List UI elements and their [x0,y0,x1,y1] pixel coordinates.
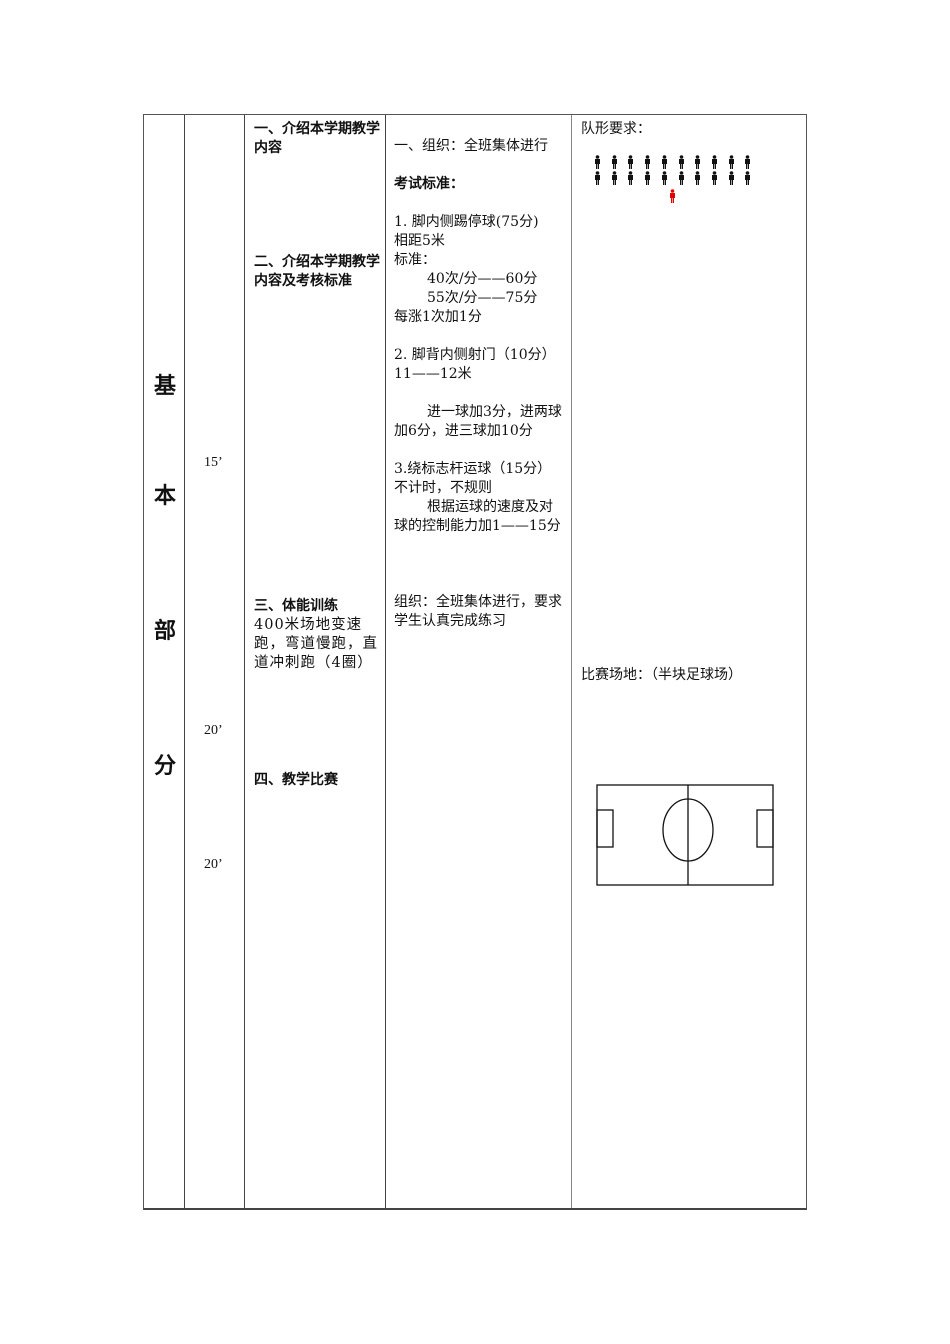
student-figure-icon [728,155,734,169]
content-item4: 四、教学比赛 [254,772,338,788]
item3-body: 400米场地变速跑，弯道慢跑，直道冲刺跑（4圈） [254,617,378,671]
organization-column: 一、组织：全班集体进行 考试标准： 1. 脚内侧踢停球(75分) 相距5米 标准… [394,137,564,631]
student-figure-icon [728,171,734,185]
teacher-figure-icon [670,189,675,203]
student-figure-icon [661,155,667,169]
student-figure-icon [645,155,651,169]
field-label: 比赛场地：（半块足球场） [581,667,742,683]
lesson-plan-table: 基 本 部 分 15’ 20’ 20’ 一、介绍本学期教学内容 二、介绍本学期教… [143,114,807,1210]
content-item1: 一、介绍本学期教学内容 [254,121,380,156]
org2: 组织：全班集体进行，要求学生认真完成练习 [394,594,562,629]
exam-title: 考试标准： [394,176,464,192]
standard1-level2: 55次/分——75分 [427,290,538,306]
student-figure-icon [595,171,600,185]
student-figure-icon [595,155,600,169]
standard3-title: 3.绕标志杆运球（15分）不计时，不规则 [394,461,552,496]
formation-label: 队形要求： [581,121,651,137]
student-figure-icon [611,155,617,169]
column-divider [385,115,386,1208]
time-item3: 20’ [204,723,223,738]
student-figure-icon [711,155,717,169]
section-char: 本 [154,484,177,509]
column-divider [244,115,245,1208]
student-figure-icon [695,155,701,169]
org1: 一、组织：全班集体进行 [394,138,548,154]
standard2-body: 进一球加3分，进两球加6分，进三球加10分 [394,404,562,439]
column-divider [184,115,185,1208]
student-figure-icon [745,155,751,169]
section-char: 基 [154,374,177,399]
standard1-extra: 每涨1次加1分 [394,309,482,325]
student-figure-icon [628,171,634,185]
student-figure-icon [661,171,667,185]
standard3-body: 根据运球的速度及对球的控制能力加1——15分 [394,499,561,534]
student-figure-icon [745,171,751,185]
content-item3: 三、体能训练 400米场地变速跑，弯道慢跑，直道冲刺跑（4圈） [254,597,380,673]
section-char: 分 [154,754,177,779]
student-figure-icon [611,171,617,185]
standard1-distance: 相距5米 [394,233,445,249]
column-divider [571,115,572,1208]
student-figure-icon [711,171,717,185]
formation-diagram [574,150,774,210]
content-item2: 二、介绍本学期教学内容及考核标准 [254,254,380,289]
student-figure-icon [645,171,651,185]
section-char: 部 [154,619,177,644]
student-figure-icon [678,155,684,169]
student-figure-icon [628,155,634,169]
time-item1: 15’ [204,455,223,470]
student-figure-icon [678,171,684,185]
student-figure-icon [695,171,701,185]
standard1-label: 标准： [394,252,436,268]
standard2-title: 2. 脚背内侧射门（10分） 11——12米 [394,347,556,382]
standard1-level1: 40次/分——60分 [427,271,538,287]
soccer-field-icon [596,784,774,886]
item3-title: 三、体能训练 [254,598,338,614]
time-item4: 20’ [204,857,223,872]
standard1-title: 1. 脚内侧踢停球(75分) [394,214,539,230]
